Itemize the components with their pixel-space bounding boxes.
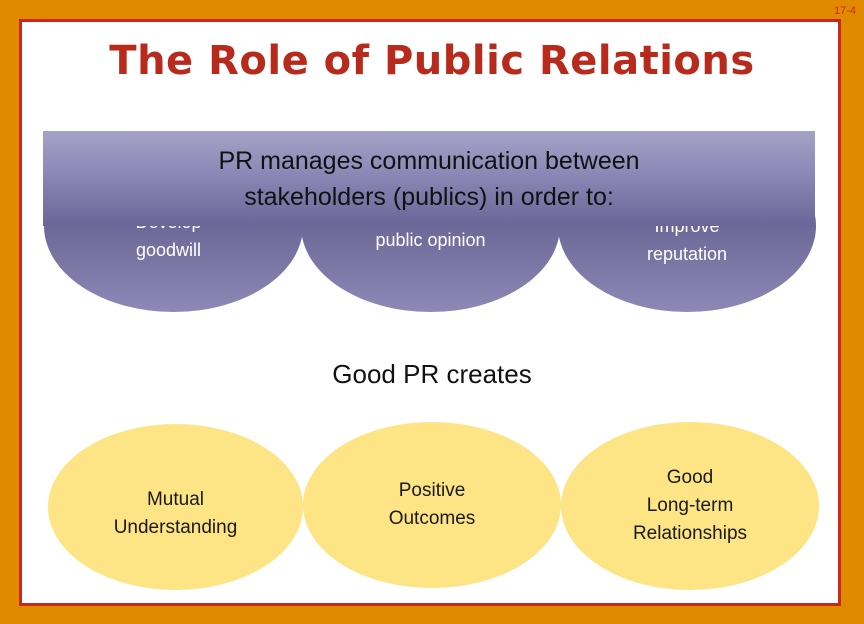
- slide-title: The Role of Public Relations: [109, 38, 755, 84]
- banner-text: PR manages communication between stakeho…: [218, 146, 640, 211]
- outcome-label: Mutual Understanding: [113, 489, 238, 538]
- page-number: 17-4: [833, 5, 856, 17]
- outcome-label: Positive Outcomes: [388, 480, 476, 529]
- outcome-label: Good Long-term Relationships: [632, 467, 748, 544]
- good-pr-creates-text: Good PR creates: [332, 359, 532, 389]
- outcome-ellipse-mutual-understanding: Mutual Understanding: [48, 424, 303, 590]
- outcome-ellipse-relationships: Good Long-term Relationships: [561, 422, 819, 590]
- outcome-ellipse-positive-outcomes: Positive Outcomes: [303, 422, 561, 588]
- pr-definition-banner: PR manages communication between stakeho…: [43, 131, 815, 226]
